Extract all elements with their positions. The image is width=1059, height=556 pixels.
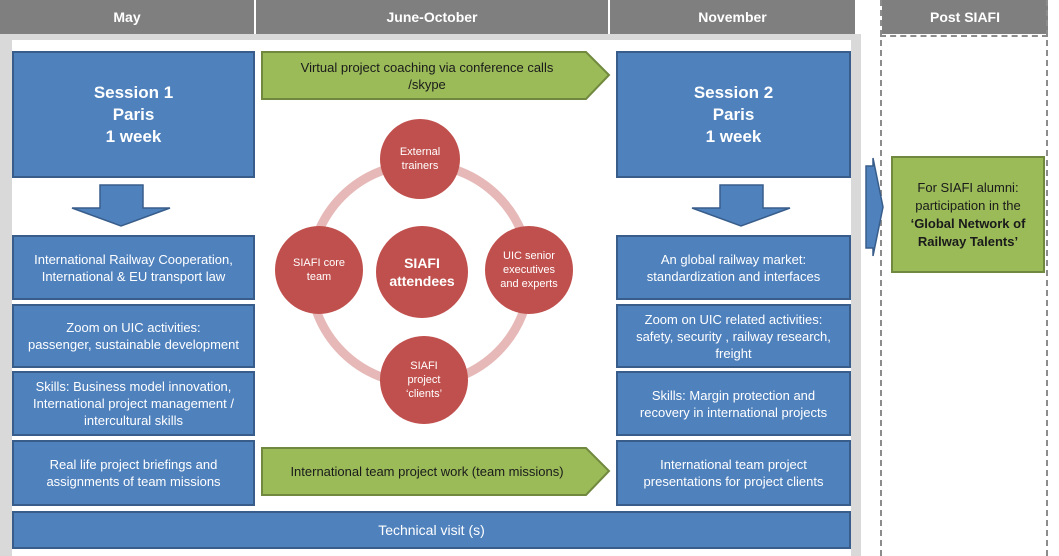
right-box-skills: Skills: Margin protection and recovery i… [616,371,851,436]
header-june-october: June-October [256,0,608,34]
header-november: November [610,0,855,34]
alumni-text: For SIAFI alumni: participation in the [915,179,1021,213]
top-green-arrow-shape [261,51,611,100]
circle-siafi-core-team: SIAFI core team [275,226,363,314]
left-box-skills: Skills: Business model innovation, Inter… [12,371,255,436]
virtual-coaching-label: Virtual project coaching via conference … [300,59,554,92]
team-project-work-label: International team project work (team mi… [290,464,564,479]
header-may: May [0,0,254,34]
alumni-network-name: ‘Global Network of Railway Talents’ [910,215,1026,249]
bottom-green-arrow-shape [261,447,611,496]
left-box-uic-activities: Zoom on UIC activities: passenger, susta… [12,304,255,368]
down-arrow-left [71,184,171,227]
circle-uic-senior-executives: UIC senior executives and experts [485,226,573,314]
circle-siafi-project-clients: SIAFI project ‘clients’ [380,336,468,424]
session2-box: Session 2 Paris 1 week [616,51,851,178]
alumni-network-box: For SIAFI alumni: participation in the ‘… [891,156,1045,273]
left-box-project-briefings: Real life project briefings and assignme… [12,440,255,506]
down-arrow-right [691,184,791,227]
right-arrow-post [865,157,884,257]
post-siafi-divider [880,35,1048,37]
left-box-railway-cooperation: International Railway Cooperation, Inter… [12,235,255,300]
post-siafi-border-right [1046,0,1048,556]
circle-external-trainers: External trainers [380,119,460,199]
right-box-uic-related: Zoom on UIC related activities: safety, … [616,304,851,368]
session1-box: Session 1 Paris 1 week [12,51,255,178]
circle-siafi-attendees: SIAFI attendees [376,226,468,318]
right-box-presentations: International team project presentations… [616,440,851,506]
header-post-siafi: Post SIAFI [882,0,1048,34]
right-box-global-market: An global railway market: standardizatio… [616,235,851,300]
technical-visit-bar: Technical visit (s) [12,511,851,549]
post-siafi-border-left [880,0,882,556]
